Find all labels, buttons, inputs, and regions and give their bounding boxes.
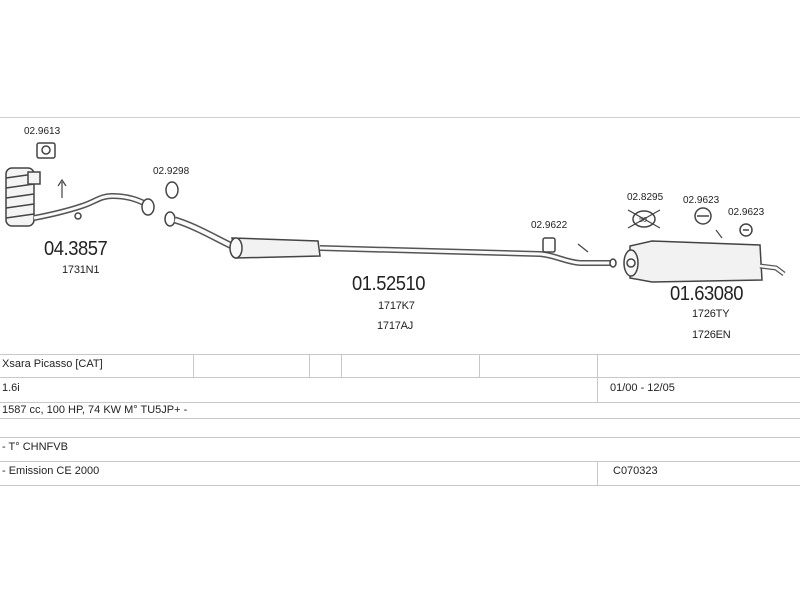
part-code-02-9623-b: 02.9623 [728,207,765,218]
table-engine-code: - T° CHNFVB [2,441,68,453]
top-border [0,117,800,118]
part-code-02-9613: 02.9613 [24,126,61,137]
ring-gasket-icon [165,181,179,199]
exhaust-diagram: 50 [5,142,786,283]
table-emission: - Emission CE 2000 [2,465,100,477]
part-code-02-8295: 02.8295 [627,192,664,203]
front-pipe-ref: 1731N1 [62,264,100,276]
table-specs: 1587 cc, 100 HP, 74 KW M° TU5JP+ - [2,404,188,416]
table-approval: C070323 [613,465,658,477]
middle-silencer-ref2: 1717AJ [377,320,414,332]
table-years: 01/00 - 12/05 [610,382,675,394]
hanger-icon [542,237,589,253]
middle-silencer [229,237,321,259]
middle-silencer-number: 01.52510 [352,273,426,295]
table-engine: 1.6i [2,382,20,394]
front-pipe [33,192,155,221]
rubber-mount-icon [694,207,723,239]
middle-pipe [164,211,234,250]
table-model: Xsara Picasso [CAT] [2,358,103,370]
rear-silencer-number: 01.63080 [670,283,744,305]
tail-pipe-mid [319,245,617,268]
clamp-size-label: 50 [639,217,647,224]
middle-silencer-ref1: 1717K7 [378,300,415,312]
sensor-icon [57,178,82,220]
part-code-02-9622: 02.9622 [531,220,568,231]
rear-silencer-ref1: 1726TY [692,308,730,320]
part-code-02-9623: 02.9623 [683,195,720,206]
rubber-mount-icon-2 [739,223,753,237]
catalytic-converter [5,167,41,227]
part-code-02-9298: 02.9298 [153,166,190,177]
rear-silencer-ref2: 1726EN [692,329,731,341]
gasket-icon [36,142,56,159]
rear-silencer [623,240,786,283]
clamp-icon [627,209,661,229]
front-pipe-number: 04.3857 [44,238,108,260]
